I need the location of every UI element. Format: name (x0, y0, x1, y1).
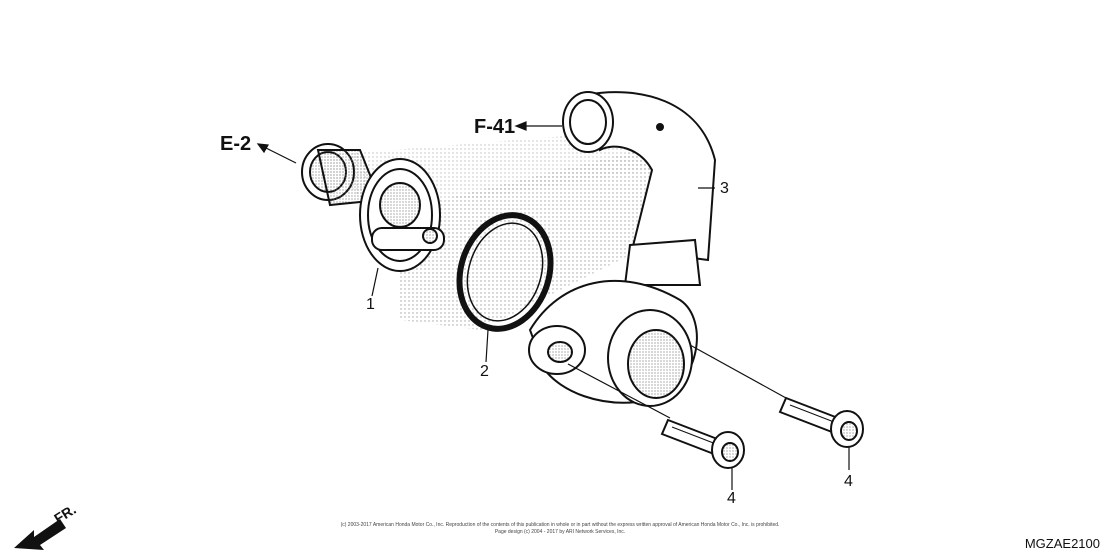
ref-arrow-e2 (256, 143, 297, 164)
copyright-line-1: (c) 2003-2017 American Honda Motor Co., … (340, 522, 780, 528)
o-ring-part (456, 212, 554, 332)
callout-4b: 4 (844, 473, 853, 490)
callout-3: 3 (720, 180, 729, 197)
copyright-line-2: Page design (c) 2004 - 2017 by ARI Netwo… (494, 529, 626, 535)
callout-4a: 4 (727, 490, 736, 507)
ref-arrow-f41 (514, 121, 562, 131)
diagram-code: MGZAE2100 (1024, 536, 1100, 551)
ref-label-f41: F-41 (474, 116, 515, 138)
copyright-notice: (c) 2003-2017 American Honda Motor Co., … (0, 522, 1120, 536)
hose-part (528, 91, 717, 407)
bolt-part-b (778, 396, 864, 448)
ref-label-e2: E-2 (220, 133, 251, 155)
callout-2: 2 (480, 363, 489, 380)
thermostat-part (301, 143, 445, 272)
bolt-part-a (660, 418, 745, 469)
leader-lines (371, 187, 850, 490)
callout-1: 1 (366, 296, 375, 313)
